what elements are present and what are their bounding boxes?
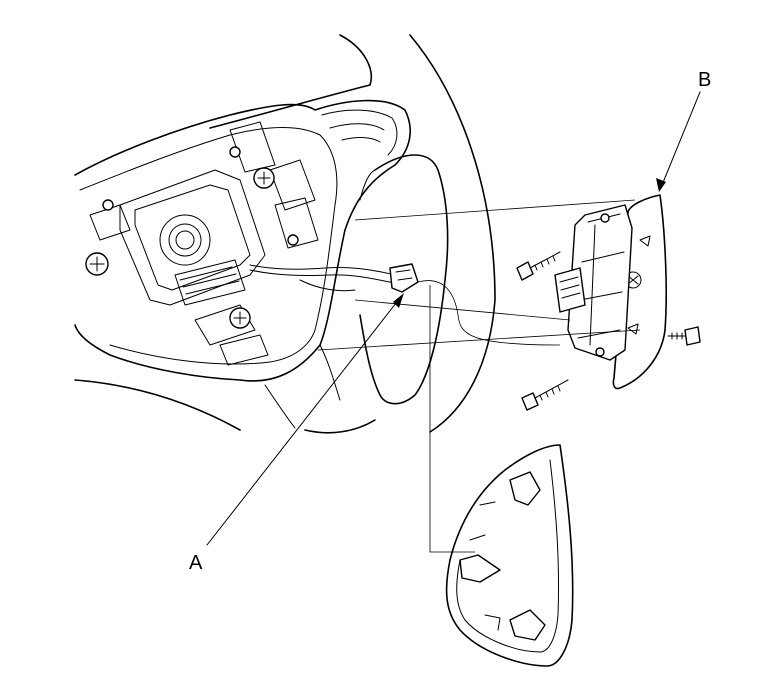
callout-b-leader — [661, 91, 701, 186]
left-cover-panel — [359, 154, 449, 405]
screw-upper-left — [516, 251, 561, 281]
connector-a — [389, 263, 419, 293]
switch-assembly-b — [554, 194, 667, 390]
wire-harness — [249, 264, 396, 292]
callout-a-arrowhead — [393, 293, 404, 308]
steering-wheel-rim — [74, 34, 496, 434]
screw-lower-left — [521, 379, 569, 411]
callout-a-leader — [206, 297, 401, 546]
callout-b-label: B — [698, 69, 712, 91]
assembly-guide-lines — [317, 199, 641, 553]
callout-a-label: A — [189, 552, 203, 574]
screw-right — [667, 326, 701, 346]
callout-b-arrowhead — [656, 178, 666, 192]
cover-panel — [445, 444, 574, 667]
steering-wheel-hub — [74, 99, 411, 429]
hub-bolts — [85, 146, 299, 329]
center-mechanism — [89, 121, 319, 366]
